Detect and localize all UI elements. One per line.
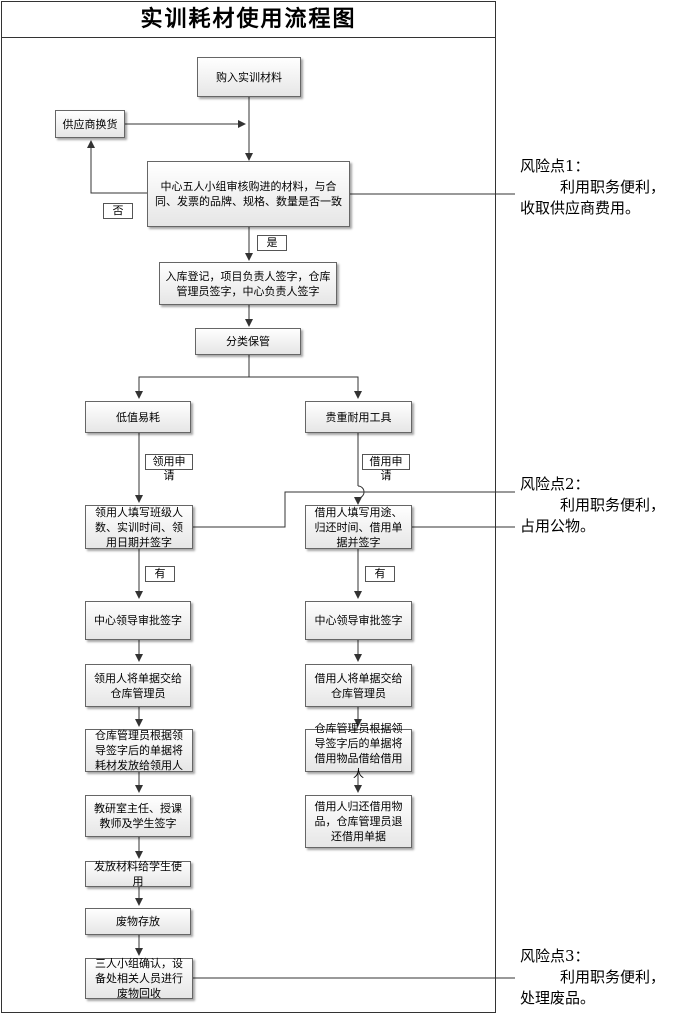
node-durable: 贵重耐用工具 xyxy=(305,401,412,433)
node-durable-fill: 借用人填写用途、归还时间、借用单据并签字 xyxy=(305,505,412,549)
node-consumable-fill: 领用人填写班级人数、实训时间、领用日期并签字 xyxy=(85,505,193,549)
node-teacher-sign: 教研室主任、授课教师及学生签字 xyxy=(85,795,191,837)
arrow-split-right xyxy=(249,376,362,399)
node-durable-approve: 中心领导审批签字 xyxy=(305,601,412,640)
tag-have-left: 有 xyxy=(145,566,175,582)
arrow-split-left xyxy=(135,376,249,399)
flowchart-title: 实训耗材使用流程图 xyxy=(140,6,357,32)
node-consumable: 低值易耗 xyxy=(85,401,191,433)
tag-apply-use: 领用申请 xyxy=(145,454,193,482)
risk-2-title: 风险点2： xyxy=(520,475,590,493)
node-consumable-approve: 中心领导审批签字 xyxy=(85,601,191,640)
node-review: 中心五人小组审核购进的材料，与合同、发票的品牌、规格、数量是否一致 xyxy=(147,161,350,227)
risk-3-title: 风险点3： xyxy=(520,947,590,965)
tag-yes: 是 xyxy=(257,235,287,251)
tag-have-right: 有 xyxy=(365,566,395,582)
node-durable-return: 借用人归还借用物品，仓库管理员退还借用单据 xyxy=(305,795,412,848)
node-durable-submit: 借用人将单据交给仓库管理员 xyxy=(305,664,412,707)
risk-3-line2: 处理废品。 xyxy=(520,989,596,1007)
risk-2-line2: 占用公物。 xyxy=(520,517,596,535)
risk-point-3: 风险点3： 利用职务便利， 处理废品。 xyxy=(520,946,688,1009)
node-classify: 分类保管 xyxy=(195,328,301,355)
risk-point-1: 风险点1： 利用职务便利， 收取供应商费用。 xyxy=(520,156,688,219)
node-recycle: 三人小组确认，设备处相关人员进行废物回收 xyxy=(85,957,193,1000)
tag-no: 否 xyxy=(103,203,133,219)
risk-1-line1: 利用职务便利， xyxy=(560,178,666,196)
node-waste-store: 废物存放 xyxy=(85,908,191,935)
node-durable-lend: 仓库管理员根据领导签字后的单据将借用物品借给借用人 xyxy=(305,722,412,780)
node-consumable-issue: 仓库管理员根据领导签字后的单据将耗材发放给领用人 xyxy=(85,729,193,772)
node-purchase: 购入实训材料 xyxy=(197,57,301,97)
node-supplier-exchange: 供应商换货 xyxy=(55,110,125,138)
title-bar xyxy=(1,1,496,38)
risk-1-line2: 收取供应商费用。 xyxy=(520,199,641,217)
tag-apply-borrow: 借用申请 xyxy=(362,454,410,482)
arrow-review-no-supplier xyxy=(87,140,147,194)
node-distribute: 发放材料给学生使用 xyxy=(85,860,191,888)
node-register: 入库登记，项目负责人签字，仓库管理员签字，中心负责人签字 xyxy=(159,262,337,305)
risk-point-2: 风险点2： 利用职务便利， 占用公物。 xyxy=(520,474,688,537)
node-consumable-submit: 领用人将单据交给仓库管理员 xyxy=(85,664,191,707)
risk-2-line1: 利用职务便利， xyxy=(560,496,666,514)
risk-3-line1: 利用职务便利， xyxy=(560,968,666,986)
risk-1-title: 风险点1： xyxy=(520,157,590,175)
risk2-connector-left xyxy=(193,491,515,528)
